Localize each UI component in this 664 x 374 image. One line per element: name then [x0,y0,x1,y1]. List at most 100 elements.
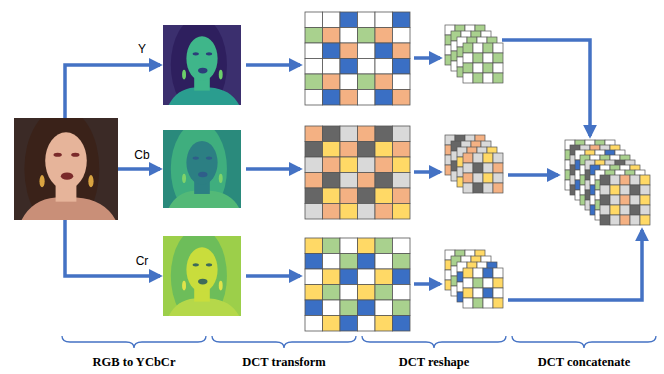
earring [182,174,186,183]
dct-grid [305,12,410,105]
coefficient-sheet [445,25,485,65]
sheet-cell [463,278,473,288]
stage-brace [62,336,206,348]
sheet-cell [483,278,493,288]
mouth [198,68,207,74]
coefficient-sheet [570,145,620,195]
dct-cell [323,269,341,285]
sheet-cell [473,278,483,288]
dct-cell [358,254,376,270]
sheet-cell [600,195,610,205]
dct-cell [340,157,358,173]
dct-cell [305,43,323,59]
stage-brace [362,336,506,348]
coefficient-sheet [600,175,650,225]
dct-cell [358,90,376,106]
coefficient-sheet [575,150,625,200]
dct-cell [375,254,393,270]
sheet-cell [473,53,483,63]
sheet-cell [600,175,610,185]
dct-cell [340,254,358,270]
face [186,36,217,81]
dct-cell [323,126,341,142]
sheet-cell [483,288,493,298]
sheet-cell [473,153,483,163]
coefficient-sheet [457,262,497,302]
channel-label: Cr [136,255,149,268]
sheet-cell [620,185,630,195]
dct-cell [358,316,376,332]
sheet-cell [493,278,503,288]
dct-cell [305,173,323,189]
sheet-cell [463,173,473,183]
dct-cell [305,28,323,44]
sheet-cell [610,205,620,215]
eye [206,263,212,266]
dct-cell [375,285,393,301]
dct-cell [375,90,393,106]
dct-cell [323,142,341,158]
dct-cell [375,269,393,285]
sheet-cell [463,63,473,73]
sheet-cell [483,43,493,53]
sheet-cell [610,185,620,195]
dct-cell [358,43,376,59]
dct-cell [305,254,323,270]
dct-cell [375,188,393,204]
mouth [198,172,207,177]
face-image [163,130,241,208]
dct-grid [305,238,410,331]
flow-arrow [65,65,160,118]
coefficient-sheet [445,135,485,175]
dct-cell [375,204,393,220]
dct-cell [393,238,411,254]
reshaped-stack [445,135,503,193]
flow-arrow [246,63,300,67]
dct-cell [323,28,341,44]
sheet-cell [493,298,503,308]
face [186,247,217,292]
sheet-cell [473,43,483,53]
dct-cell [340,74,358,90]
sheet-cell [640,205,650,215]
dct-cell [375,43,393,59]
sheet-cell [640,185,650,195]
dct-cell [358,126,376,142]
dct-cell [375,12,393,28]
sheet-cell [493,173,503,183]
dct-cell [358,269,376,285]
dct-grid [305,126,410,219]
dct-cell [393,90,411,106]
sheet-cell [463,153,473,163]
dct-cell [358,238,376,254]
dct-cell [358,12,376,28]
eye [206,157,212,160]
dct-cell [305,157,323,173]
sheet-cell [463,163,473,173]
dct-cell [305,12,323,28]
dct-cell [340,188,358,204]
flow-arrow [414,170,440,174]
sheet-cell [463,183,473,193]
eye [193,263,199,266]
sheet-cell [610,195,620,205]
channel-label: Cb [134,149,149,162]
dct-cell [393,204,411,220]
sheet-cell [600,195,610,205]
coefficient-sheet [463,268,503,308]
sheet-cell [600,175,610,185]
dct-cell [323,188,341,204]
face-image [163,236,241,316]
face [186,141,217,185]
sheet-cell [473,63,483,73]
stage-label: RGB to YCbCr [93,356,176,370]
sheet-cell [473,298,483,308]
sheet-cell [630,205,640,215]
stage-brace [212,336,356,348]
dct-cell [305,74,323,90]
sheet-cell [620,185,630,195]
dct-cell [393,142,411,158]
sheet-cell [610,175,620,185]
dct-cell [358,157,376,173]
